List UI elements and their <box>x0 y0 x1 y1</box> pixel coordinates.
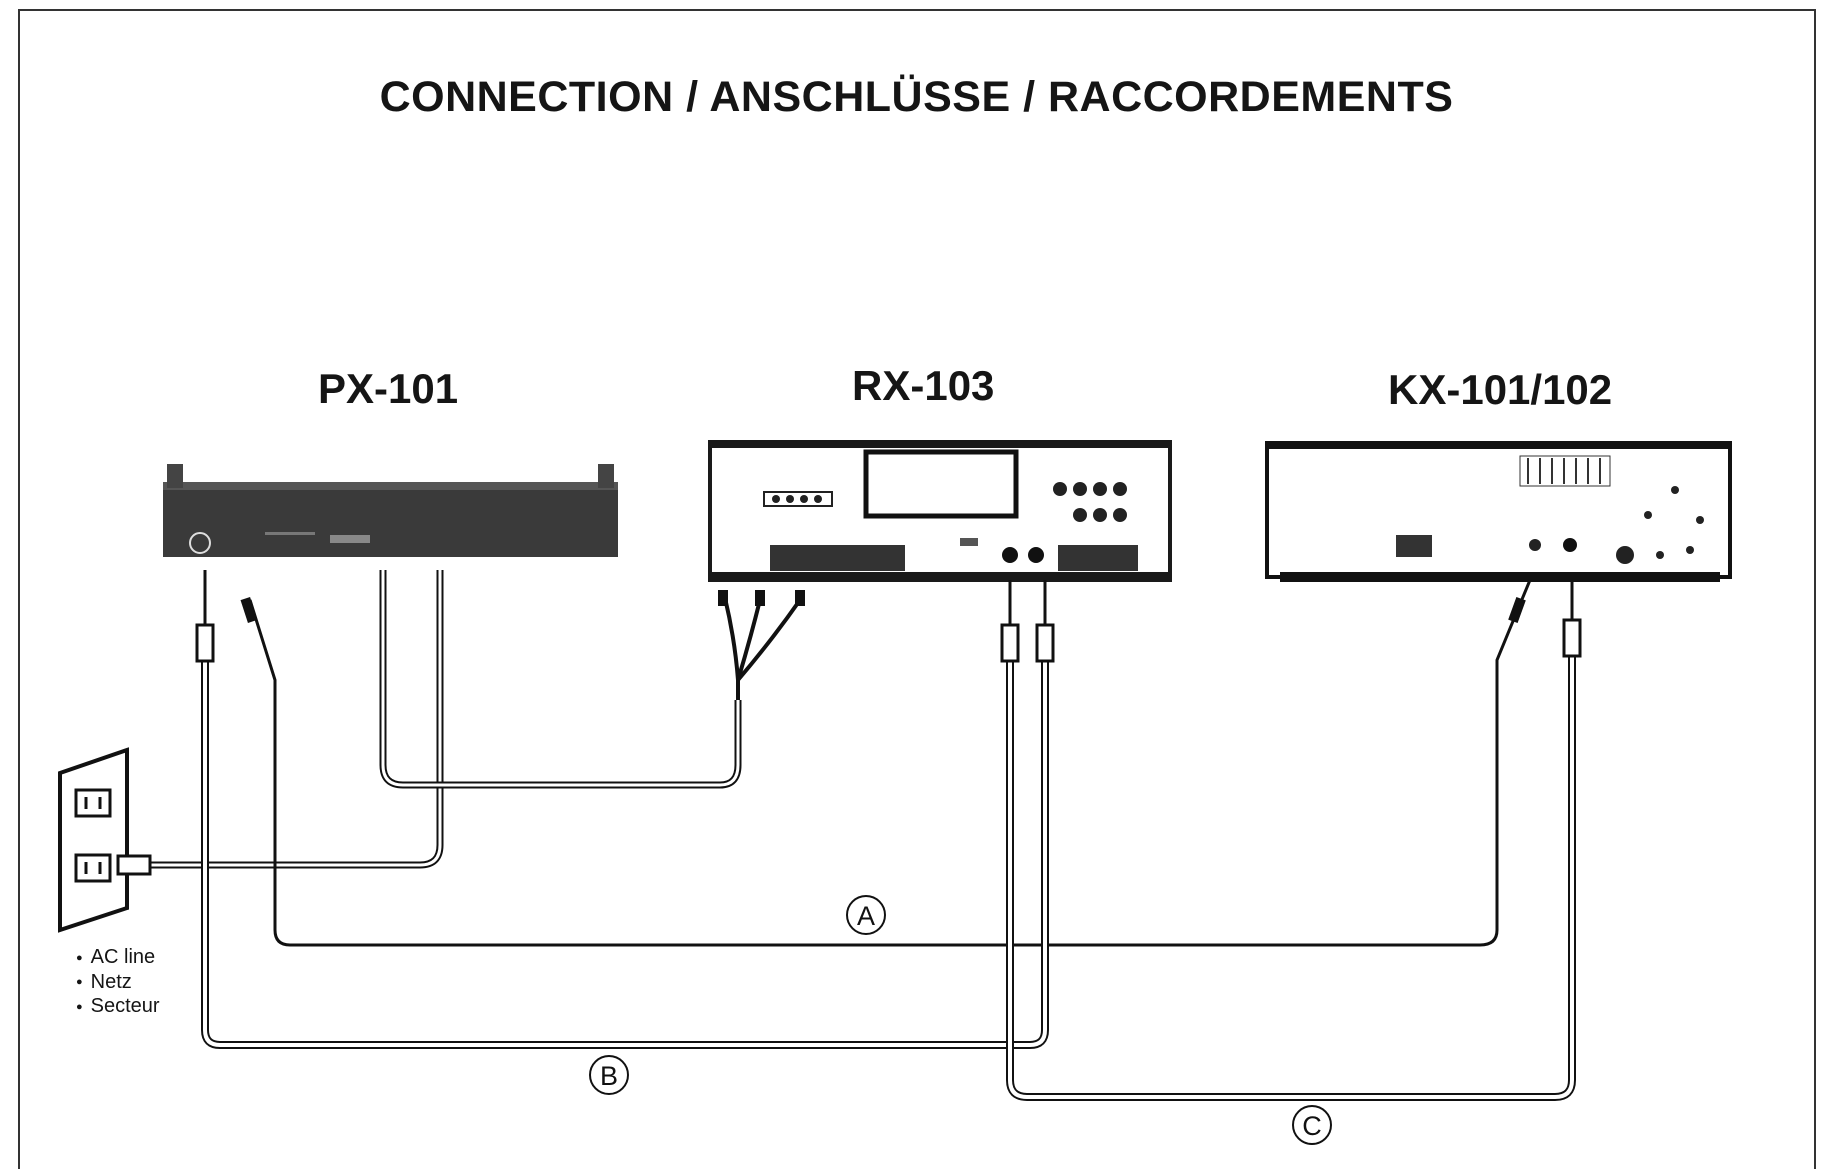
netz-label: Netz <box>76 970 160 995</box>
kx-deck-rear-panel <box>1267 443 1730 582</box>
ac-line-label: AC line <box>76 945 160 970</box>
cable-a-marker: A <box>847 896 885 934</box>
wall-outlet <box>60 750 127 930</box>
cable-c <box>1010 650 1572 1097</box>
svg-text:C: C <box>1302 1111 1322 1141</box>
receiver-tape-leads <box>718 590 805 700</box>
ground-wire <box>383 570 738 785</box>
px-101-rear-panel <box>163 464 618 557</box>
svg-text:A: A <box>857 901 875 931</box>
cable-b-marker: B <box>590 1056 628 1094</box>
ac-line-caption: AC line Netz Secteur <box>76 945 160 1019</box>
power-cord <box>150 570 440 865</box>
rx-103-rear-panel <box>710 442 1170 580</box>
cable-c-marker: C <box>1293 1106 1331 1144</box>
cable-b <box>205 650 1045 1045</box>
svg-text:B: B <box>600 1061 618 1091</box>
secteur-label: Secteur <box>76 994 160 1019</box>
